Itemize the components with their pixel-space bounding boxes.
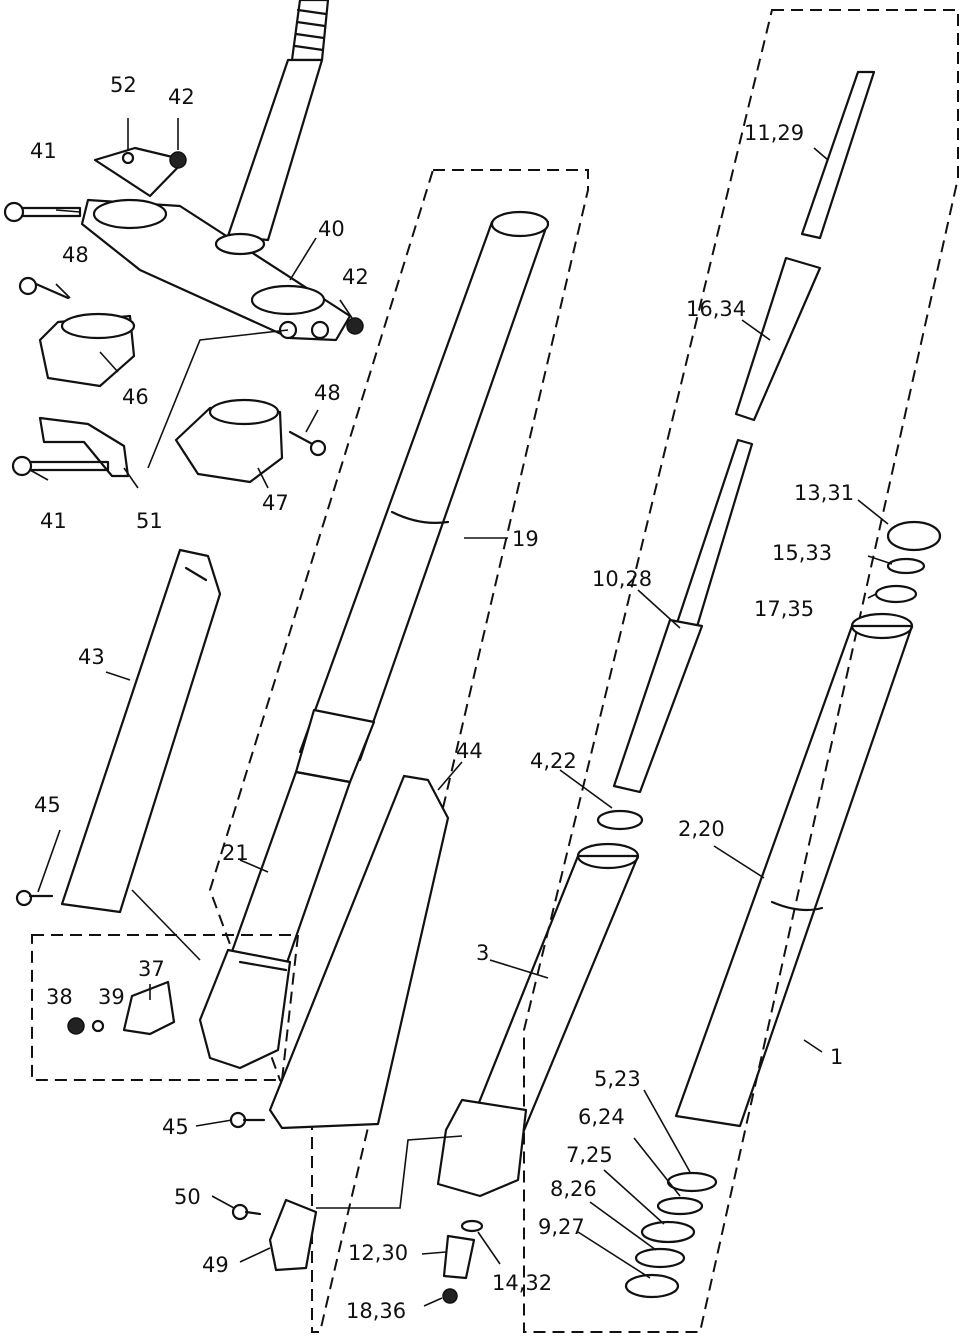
- steering-stem: [226, 0, 330, 242]
- label-11-29: 11,29: [744, 121, 804, 145]
- upper-triple-clamp-40: [80, 198, 352, 342]
- group-box-right: [523, 9, 959, 1333]
- dust-seal-9-27: [624, 1273, 680, 1299]
- label-49: 49: [202, 1253, 229, 1277]
- washer-6-24: [656, 1196, 704, 1216]
- nut-42-right: [346, 317, 364, 335]
- label-51: 51: [136, 509, 163, 533]
- label-45-lower: 45: [162, 1115, 189, 1139]
- label-18-36: 18,36: [346, 1299, 406, 1323]
- label-46: 46: [122, 385, 149, 409]
- label-15-33: 15,33: [772, 541, 832, 565]
- label-10-28: 10,28: [592, 567, 652, 591]
- label-21: 21: [222, 841, 249, 865]
- bolt-45-upper: [15, 889, 54, 907]
- pin-39: [91, 1019, 105, 1033]
- washer-38: [67, 1017, 85, 1035]
- label-48-right: 48: [314, 381, 341, 405]
- washer-15-33: [886, 557, 926, 575]
- fork-guard-43: [60, 548, 222, 914]
- damper-10-28: [612, 438, 754, 794]
- handlebar-holder-46: [38, 312, 136, 388]
- slide-bushing-5-23: [666, 1171, 718, 1193]
- label-38: 38: [46, 985, 73, 1009]
- piston-4-22: [596, 809, 644, 831]
- label-5-23: 5,23: [594, 1067, 641, 1091]
- label-47: 47: [262, 491, 289, 515]
- label-14-32: 14,32: [492, 1271, 552, 1295]
- drain-bolt-18-36: [442, 1288, 458, 1304]
- label-39: 39: [98, 985, 125, 1009]
- label-40: 40: [318, 217, 345, 241]
- cap-bolt-13-31: [886, 520, 942, 552]
- inner-tube-2-20: [674, 612, 914, 1128]
- outer-tube-21: [198, 708, 376, 1070]
- caliper-bracket-37: [122, 980, 176, 1036]
- label-37: 37: [138, 957, 165, 981]
- label-45-upper: 45: [34, 793, 61, 817]
- fork-guard-44: [268, 774, 450, 1130]
- label-41-lower: 41: [40, 509, 67, 533]
- cylinder-3: [466, 842, 640, 1142]
- label-8-26: 8,26: [550, 1177, 597, 1201]
- handlebar-holder-47: [174, 398, 284, 484]
- label-50: 50: [174, 1185, 201, 1209]
- bracket-51: [38, 416, 130, 478]
- label-42-upper: 42: [168, 85, 195, 109]
- part-labels: 41 52 42 48 40 42 46 48 41 51 47 19 11,2…: [30, 73, 854, 1323]
- spring-16-34: [734, 256, 822, 422]
- washer-14-32: [460, 1219, 484, 1233]
- axle-holder-lower: [436, 1098, 528, 1198]
- oil-seal-7-25: [640, 1220, 696, 1244]
- bolt-48-right: [288, 430, 327, 457]
- label-42-right: 42: [342, 265, 369, 289]
- label-17-35: 17,35: [754, 597, 814, 621]
- label-12-30: 12,30: [348, 1241, 408, 1265]
- group-box-caliper: [31, 934, 300, 1081]
- label-43: 43: [78, 645, 105, 669]
- leader-lines: [29, 118, 893, 1307]
- label-2-20: 2,20: [678, 817, 725, 841]
- damper-rod-11-29: [800, 70, 876, 240]
- label-6-24: 6,24: [578, 1105, 625, 1129]
- bolt-12-30: [442, 1234, 476, 1280]
- bolt-45-lower: [229, 1111, 266, 1129]
- clip-8-26: [634, 1247, 686, 1269]
- label-3: 3: [476, 941, 489, 965]
- bolt-48-left: [18, 276, 70, 300]
- label-13-31: 13,31: [794, 481, 854, 505]
- label-41-upper: 41: [30, 139, 57, 163]
- label-1: 1: [830, 1045, 843, 1069]
- nut-42-upper: [169, 151, 187, 169]
- label-16-34: 16,34: [686, 297, 746, 321]
- label-19: 19: [512, 527, 539, 551]
- label-48-left: 48: [62, 243, 89, 267]
- inner-tube-19: [298, 210, 550, 762]
- label-44: 44: [456, 739, 483, 763]
- bolt-41-lower: [11, 455, 110, 477]
- label-52: 52: [110, 73, 137, 97]
- label-4-22: 4,22: [530, 749, 577, 773]
- spacer-17-35: [874, 584, 918, 604]
- label-7-25: 7,25: [566, 1143, 613, 1167]
- bolt-50: [231, 1203, 262, 1221]
- bolt-41-upper: [3, 201, 82, 223]
- label-9-27: 9,27: [538, 1215, 585, 1239]
- bracket-49: [268, 1198, 318, 1272]
